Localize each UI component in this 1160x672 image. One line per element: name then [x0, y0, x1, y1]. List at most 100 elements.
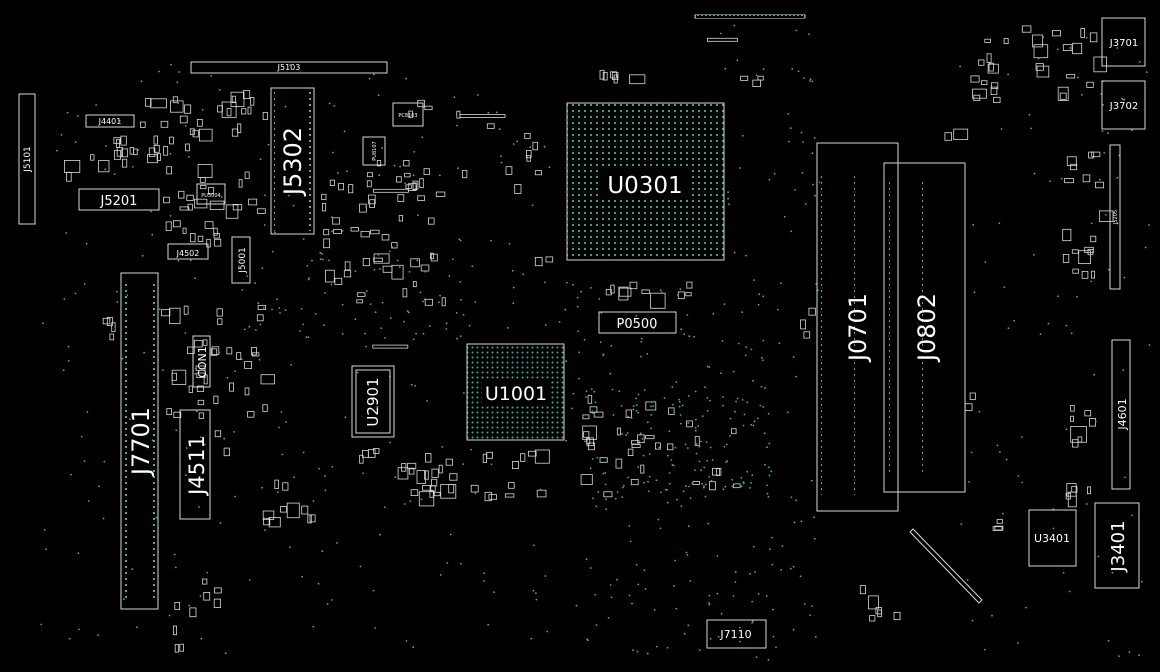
- smd-component: [528, 450, 537, 457]
- smd-component: [1099, 210, 1114, 222]
- connector-j4502[interactable]: J4502: [167, 243, 209, 260]
- connector-j5001[interactable]: J5001: [231, 236, 251, 284]
- via-dot: [1065, 428, 1068, 430]
- smd-component: [412, 180, 419, 190]
- via-dot: [544, 281, 546, 284]
- connector-j5201[interactable]: J5201: [78, 188, 160, 211]
- via-dot: [648, 453, 651, 455]
- smd-component: [668, 407, 675, 415]
- via-dot: [764, 387, 766, 389]
- via-dot: [307, 336, 310, 338]
- via-dot: [641, 438, 644, 440]
- smd-component: [376, 160, 382, 167]
- connector-j7110[interactable]: J7110: [706, 619, 767, 649]
- pad-p0500[interactable]: P0500: [598, 311, 677, 334]
- via-dot: [703, 485, 705, 487]
- via-dot: [611, 388, 614, 391]
- smd-component: [344, 261, 351, 271]
- smd-component: [1052, 30, 1061, 37]
- via-dot: [324, 292, 326, 294]
- via-dot: [750, 482, 752, 484]
- via-dot: [424, 270, 427, 273]
- smd-component: [1062, 253, 1070, 263]
- via-dot: [343, 130, 346, 133]
- smd-component: [280, 506, 287, 513]
- via-dot: [321, 550, 324, 553]
- via-dot: [175, 429, 178, 432]
- ic-u1001[interactable]: U1001: [466, 343, 565, 441]
- via-dot: [548, 166, 551, 169]
- via-dot: [983, 648, 986, 651]
- connector-j7701[interactable]: J7701: [120, 272, 159, 610]
- via-dot: [174, 566, 177, 569]
- smd-component: [362, 258, 370, 267]
- via-dot: [664, 488, 667, 491]
- via-dot: [646, 353, 649, 355]
- ic-u0301[interactable]: U0301: [566, 102, 725, 261]
- smd-component: [944, 132, 953, 141]
- via-dot: [188, 156, 190, 158]
- ic-pc8103[interactable]: PC8103: [392, 102, 424, 127]
- connector-con1[interactable]: CON1: [192, 335, 211, 388]
- via-dot: [500, 161, 503, 164]
- via-dot: [307, 278, 310, 281]
- smd-component: [893, 612, 901, 621]
- smd-component: [343, 269, 352, 278]
- smd-component: [179, 206, 190, 211]
- connector-j5205[interactable]: J5205: [1109, 144, 1121, 290]
- connector-j3401[interactable]: J3401: [1094, 502, 1140, 589]
- connector-top-strip[interactable]: [694, 14, 806, 19]
- via-dot: [77, 552, 80, 555]
- via-dot: [602, 472, 605, 475]
- ic-pu8107[interactable]: PU8107: [362, 136, 386, 166]
- via-dot: [344, 416, 347, 418]
- smd-component: [470, 484, 479, 493]
- smd-component: [629, 281, 638, 290]
- ic-u3401[interactable]: U3401: [1028, 509, 1077, 567]
- smd-component: [214, 238, 222, 247]
- via-dot: [201, 108, 204, 111]
- via-dot: [996, 444, 999, 447]
- via-dot: [1123, 98, 1126, 101]
- smd-component: [229, 382, 235, 392]
- via-dot: [780, 282, 782, 285]
- smd-component: [425, 452, 432, 463]
- connector-j3701[interactable]: J3701: [1101, 17, 1146, 67]
- connector-j4601[interactable]: J4601: [1111, 339, 1131, 490]
- small-components: [64, 25, 1114, 653]
- via-dot: [63, 298, 66, 300]
- via-dot: [332, 151, 334, 154]
- smd-component: [631, 444, 641, 448]
- connector-j0802[interactable]: J0802: [883, 162, 966, 493]
- diagonal-connector[interactable]: [909, 528, 983, 604]
- connector-j5103[interactable]: J5103: [190, 61, 388, 74]
- via-dot: [739, 626, 741, 629]
- ic-u2901[interactable]: U2901: [351, 365, 395, 438]
- smd-component: [610, 71, 617, 79]
- smd-component: [1066, 74, 1076, 79]
- smd-component: [1033, 44, 1049, 59]
- via-dot: [341, 303, 344, 306]
- via-dot: [1076, 76, 1079, 79]
- via-dot: [1101, 130, 1104, 133]
- via-dot: [655, 645, 658, 648]
- ic-pu5004[interactable]: PU5004: [196, 183, 226, 205]
- connector-j3702[interactable]: J3702: [1101, 80, 1146, 130]
- via-dot: [708, 603, 711, 606]
- connector-j4401[interactable]: J4401: [85, 114, 135, 128]
- smd-component: [1089, 32, 1098, 43]
- via-dot: [1068, 590, 1071, 593]
- via-dot: [306, 265, 309, 267]
- via-dot: [584, 440, 586, 443]
- connector-j0701[interactable]: J0701: [816, 142, 899, 512]
- via-dot: [810, 479, 813, 482]
- connector-j5302[interactable]: J5302: [270, 87, 315, 235]
- via-dot: [1033, 254, 1035, 256]
- connector-j4511[interactable]: J4511: [179, 409, 211, 520]
- via-dot: [417, 214, 419, 217]
- via-dot: [802, 141, 805, 143]
- via-dot: [308, 277, 310, 279]
- connector-j5101[interactable]: J5101: [18, 93, 36, 225]
- via-dot: [764, 463, 766, 466]
- via-dot: [1094, 420, 1097, 423]
